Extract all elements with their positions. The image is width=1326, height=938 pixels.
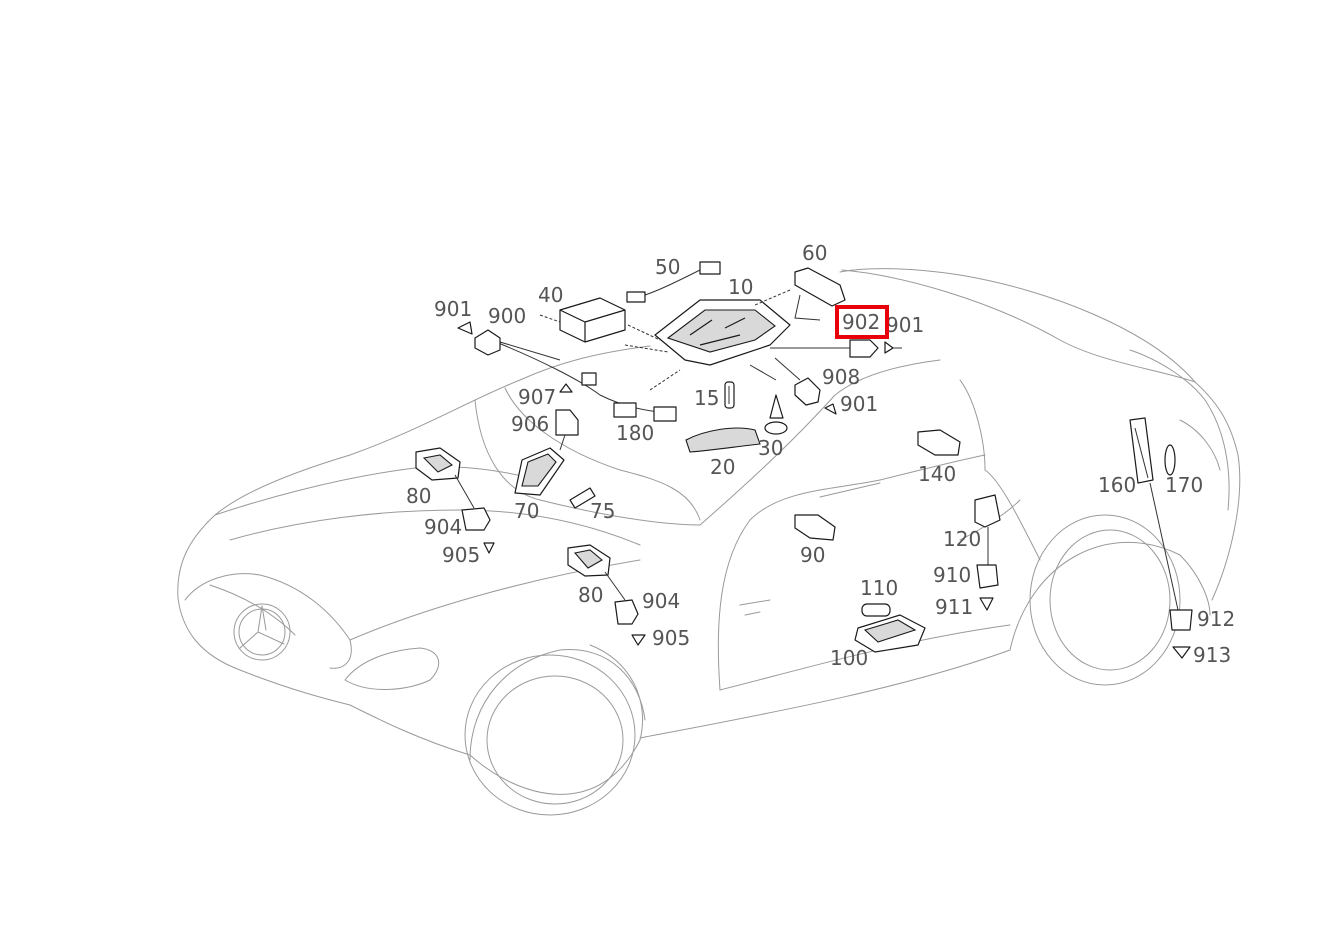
part-30-clip bbox=[749, 364, 788, 435]
part-40-module bbox=[539, 297, 669, 353]
label-75: 75 bbox=[590, 499, 615, 523]
part-901c-bulb bbox=[824, 403, 837, 415]
part-60-sensor bbox=[754, 267, 846, 321]
part-110-bulb bbox=[861, 603, 891, 617]
highlight-box-902 bbox=[835, 305, 889, 339]
part-901b-bulb bbox=[884, 341, 902, 354]
label-905-door: 905 bbox=[652, 626, 690, 650]
reference-labels: 10 15 20 30 40 50 60 70 75 80 80 90 100 … bbox=[406, 241, 1235, 670]
label-15: 15 bbox=[694, 386, 719, 410]
label-912: 912 bbox=[1197, 607, 1235, 631]
part-904a-socket bbox=[461, 507, 491, 531]
part-10-overhead-console bbox=[654, 299, 791, 366]
label-30: 30 bbox=[758, 436, 783, 460]
part-160-lamp bbox=[1129, 417, 1179, 611]
label-50: 50 bbox=[655, 255, 680, 279]
part-80a-lamp bbox=[415, 447, 475, 509]
part-180-cable bbox=[495, 341, 681, 422]
label-180: 180 bbox=[616, 421, 654, 445]
label-906: 906 bbox=[511, 412, 549, 436]
car-outline bbox=[177, 268, 1241, 816]
label-900: 900 bbox=[488, 304, 526, 328]
part-50-cable bbox=[626, 261, 721, 341]
part-912-socket bbox=[1169, 609, 1193, 631]
label-901-lower: 901 bbox=[840, 392, 878, 416]
label-60: 60 bbox=[802, 241, 827, 265]
part-901a-bulb bbox=[457, 321, 473, 335]
label-80-front: 80 bbox=[406, 484, 431, 508]
part-80b-lamp bbox=[567, 544, 626, 601]
part-904b-socket bbox=[614, 599, 639, 625]
label-911: 911 bbox=[935, 595, 973, 619]
label-80-door: 80 bbox=[578, 583, 603, 607]
label-901-right: 901 bbox=[886, 313, 924, 337]
part-75-bulb bbox=[569, 487, 596, 509]
label-902: 902 bbox=[842, 310, 880, 334]
part-70-switch bbox=[514, 447, 565, 496]
label-10: 10 bbox=[728, 275, 753, 299]
part-905a-bulb bbox=[483, 542, 495, 554]
label-90: 90 bbox=[800, 543, 825, 567]
part-905b-bulb bbox=[631, 634, 646, 646]
part-15-bulb bbox=[724, 381, 735, 409]
part-906-socket bbox=[555, 409, 579, 451]
part-907-bulb bbox=[559, 383, 573, 393]
label-907: 907 bbox=[518, 385, 556, 409]
label-140: 140 bbox=[918, 462, 956, 486]
part-900-socket bbox=[474, 329, 561, 361]
part-100-lamp bbox=[854, 614, 926, 653]
part-902-socket bbox=[770, 339, 879, 358]
label-100: 100 bbox=[830, 646, 868, 670]
label-904-door: 904 bbox=[642, 589, 680, 613]
label-905-front: 905 bbox=[442, 543, 480, 567]
label-908: 908 bbox=[822, 365, 860, 389]
label-904-front: 904 bbox=[424, 515, 462, 539]
part-20-trim bbox=[685, 427, 761, 453]
part-908-socket bbox=[774, 357, 821, 406]
part-120-lamp bbox=[974, 494, 1001, 565]
part-140-lamp bbox=[917, 429, 961, 456]
label-110: 110 bbox=[860, 576, 898, 600]
parts bbox=[415, 261, 1193, 659]
label-20: 20 bbox=[710, 455, 735, 479]
part-913-bulb bbox=[1172, 646, 1191, 659]
label-160: 160 bbox=[1098, 473, 1136, 497]
label-120: 120 bbox=[943, 527, 981, 551]
part-170-bulb bbox=[1164, 444, 1176, 476]
label-40: 40 bbox=[538, 283, 563, 307]
part-910-socket bbox=[976, 564, 999, 589]
part-911-bulb bbox=[979, 597, 994, 611]
label-910: 910 bbox=[933, 563, 971, 587]
label-913: 913 bbox=[1193, 643, 1231, 667]
label-901-left: 901 bbox=[434, 297, 472, 321]
label-70: 70 bbox=[514, 499, 539, 523]
part-90-lamp bbox=[794, 514, 836, 541]
label-170: 170 bbox=[1165, 473, 1203, 497]
